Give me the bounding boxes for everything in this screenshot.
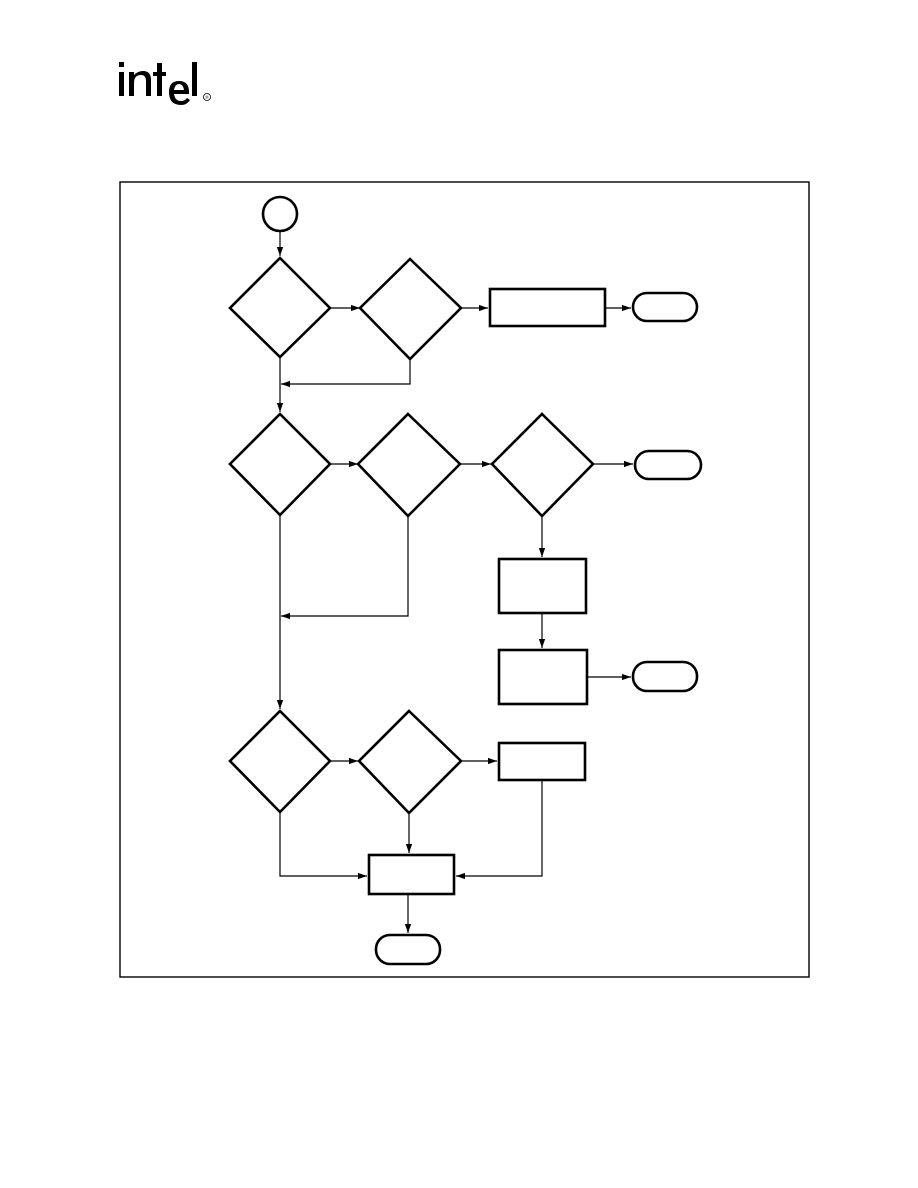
decision-diamond	[357, 709, 463, 815]
logo-stroke	[119, 72, 124, 96]
process-box	[497, 741, 587, 782]
logo-stroke	[157, 63, 162, 96]
connector-p4-p5	[456, 781, 543, 880]
decision-diamond	[356, 412, 462, 518]
decision-diamond	[228, 709, 332, 814]
decision-diamond	[358, 257, 463, 361]
connector-d6-p5	[279, 812, 367, 880]
terminator	[633, 449, 703, 481]
process-box	[488, 287, 607, 328]
logo-stroke	[153, 72, 166, 76]
terminator	[631, 291, 699, 323]
diagram-frame	[119, 181, 810, 978]
start-connector-circle	[261, 195, 299, 233]
decision-diamond	[228, 412, 332, 517]
logo-stroke	[169, 81, 190, 105]
logo-stroke	[129, 71, 151, 96]
logo-dot-i	[119, 62, 124, 67]
process-box	[367, 853, 456, 896]
process-box	[497, 557, 588, 615]
connector-d4-merge	[281, 516, 409, 620]
terminator	[631, 660, 699, 693]
decision-diamond	[490, 412, 595, 518]
process-box	[497, 648, 589, 706]
nodes	[228, 195, 703, 966]
connector-d2-merge	[281, 359, 411, 388]
terminator	[374, 933, 442, 966]
logo-stroke	[192, 62, 197, 96]
svg-text:®: ®	[205, 94, 209, 100]
decision-diamond	[228, 256, 332, 359]
connectors	[276, 231, 633, 933]
intel-logo: ®	[119, 62, 211, 105]
registered-mark: ®	[203, 93, 211, 101]
